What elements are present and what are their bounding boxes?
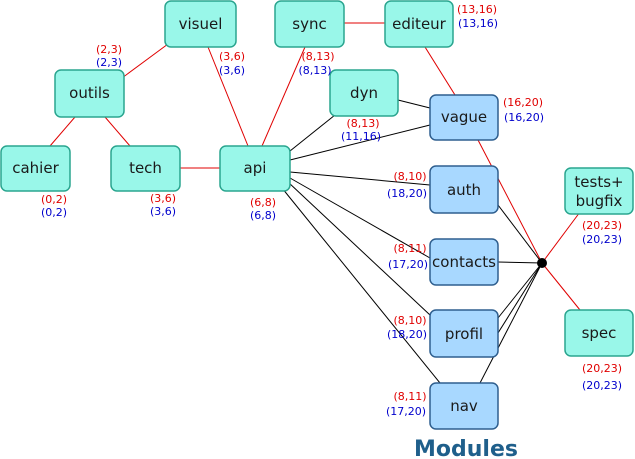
ann-api-blue: (6,8): [250, 209, 276, 222]
node-vague[interactable]: vague: [429, 94, 499, 141]
ann-auth-blue: (18,20): [387, 187, 427, 200]
node-auth-label: auth: [447, 181, 481, 199]
ann-tech-red: (3,6): [150, 192, 176, 205]
ann-vague-red: (16,20): [503, 96, 543, 109]
node-outils[interactable]: outils: [54, 69, 125, 118]
edge-api-contacts: [289, 177, 431, 259]
ann-editeur-blue: (13,16): [458, 17, 498, 30]
ann-profil-red: (8,10): [393, 314, 426, 327]
node-contacts-label: contacts: [432, 253, 496, 271]
annotations: (2,3) (2,3) (3,6) (3,6) (8,13) (8,13) (1…: [41, 3, 622, 418]
ann-outils-blue: (2,3): [96, 56, 122, 69]
ann-cahier-blue: (0,2): [41, 206, 67, 219]
edge-outils-tech: [104, 116, 131, 147]
edge-api-vague: [289, 124, 431, 161]
ann-outils-red: (2,3): [96, 43, 122, 56]
black-edges: [281, 99, 543, 384]
edge-junction-tests: [541, 211, 581, 264]
edge-api-dyn: [284, 114, 336, 156]
ann-sync-blue: (8,13): [298, 64, 331, 77]
ann-dyn-red: (8,13): [346, 117, 379, 130]
node-vague-label: vague: [441, 108, 487, 126]
node-tech[interactable]: tech: [110, 145, 181, 192]
ann-contacts-blue: (17,20): [388, 258, 428, 271]
ann-profil-blue: (18,20): [387, 328, 427, 341]
ann-vague-blue: (16,20): [504, 111, 544, 124]
node-dyn-label: dyn: [350, 84, 378, 102]
edge-auth-junction: [497, 204, 543, 264]
edge-profil-junction-upper: [497, 262, 543, 319]
node-contacts[interactable]: contacts: [429, 238, 499, 286]
node-sync[interactable]: sync: [274, 0, 345, 48]
node-spec-label: spec: [582, 324, 617, 342]
edge-api-nav: [281, 187, 441, 384]
node-nav[interactable]: nav: [429, 382, 499, 430]
ann-tech-blue: (3,6): [150, 205, 176, 218]
ann-spec-red: (20,23): [582, 362, 622, 375]
node-api[interactable]: api: [219, 145, 291, 192]
node-spec[interactable]: spec: [564, 309, 634, 357]
node-outils-label: outils: [69, 84, 110, 102]
ann-dyn-blue: (11,16): [341, 130, 381, 143]
node-tests-label-2: bugfix: [576, 192, 623, 210]
edge-junction-spec: [541, 262, 581, 311]
ann-editeur-red: (13,16): [457, 3, 497, 16]
node-cahier-label: cahier: [12, 159, 59, 177]
edge-dyn-vague: [397, 99, 431, 109]
node-profil-label: profil: [445, 325, 483, 343]
ann-contacts-red: (8,11): [393, 242, 426, 255]
ann-auth-red: (8,10): [393, 170, 426, 183]
ann-tests-red: (20,23): [582, 219, 622, 232]
ann-visuel-blue: (3,6): [219, 64, 245, 77]
ann-cahier-red: (0,2): [41, 193, 67, 206]
edge-visuel-api: [207, 46, 249, 147]
edge-contacts-junction: [497, 261, 543, 264]
node-tests-bugfix[interactable]: tests+ bugfix: [564, 167, 634, 215]
edge-vague-junction: [477, 139, 543, 264]
node-visuel-label: visuel: [179, 15, 223, 33]
diagram-title: Modules: [414, 437, 518, 459]
ann-spec-blue: (20,23): [582, 379, 622, 392]
edge-profil-junction: [497, 262, 543, 334]
edge-outils-visuel: [121, 43, 169, 79]
node-tests-label-1: tests+: [574, 173, 623, 191]
node-dyn[interactable]: dyn: [329, 69, 399, 117]
ann-tests-blue: (20,23): [582, 233, 622, 246]
node-editeur[interactable]: editeur: [384, 0, 454, 48]
edge-nav-junction: [479, 262, 543, 384]
ann-api-red: (6,8): [250, 196, 276, 209]
node-sync-label: sync: [292, 15, 326, 33]
node-cahier[interactable]: cahier: [0, 145, 71, 192]
node-tech-label: tech: [129, 159, 162, 177]
node-nav-label: nav: [450, 397, 478, 415]
edge-editeur-vague: [424, 46, 456, 96]
ann-sync-red: (8,13): [301, 50, 334, 63]
node-visuel[interactable]: visuel: [164, 0, 237, 48]
node-auth[interactable]: auth: [429, 165, 499, 214]
node-editeur-label: editeur: [392, 15, 447, 33]
junction-dot: [537, 258, 547, 268]
ann-visuel-red: (3,6): [219, 50, 245, 63]
edge-sync-api: [261, 46, 306, 147]
node-api-label: api: [244, 159, 267, 177]
edge-api-auth: [289, 171, 431, 186]
ann-nav-blue: (17,20): [386, 405, 426, 418]
edge-api-profil: [287, 181, 431, 316]
node-profil[interactable]: profil: [429, 309, 499, 358]
edge-outils-cahier: [49, 116, 76, 147]
red-edges: [49, 22, 581, 311]
ann-nav-red: (8,11): [393, 390, 426, 403]
